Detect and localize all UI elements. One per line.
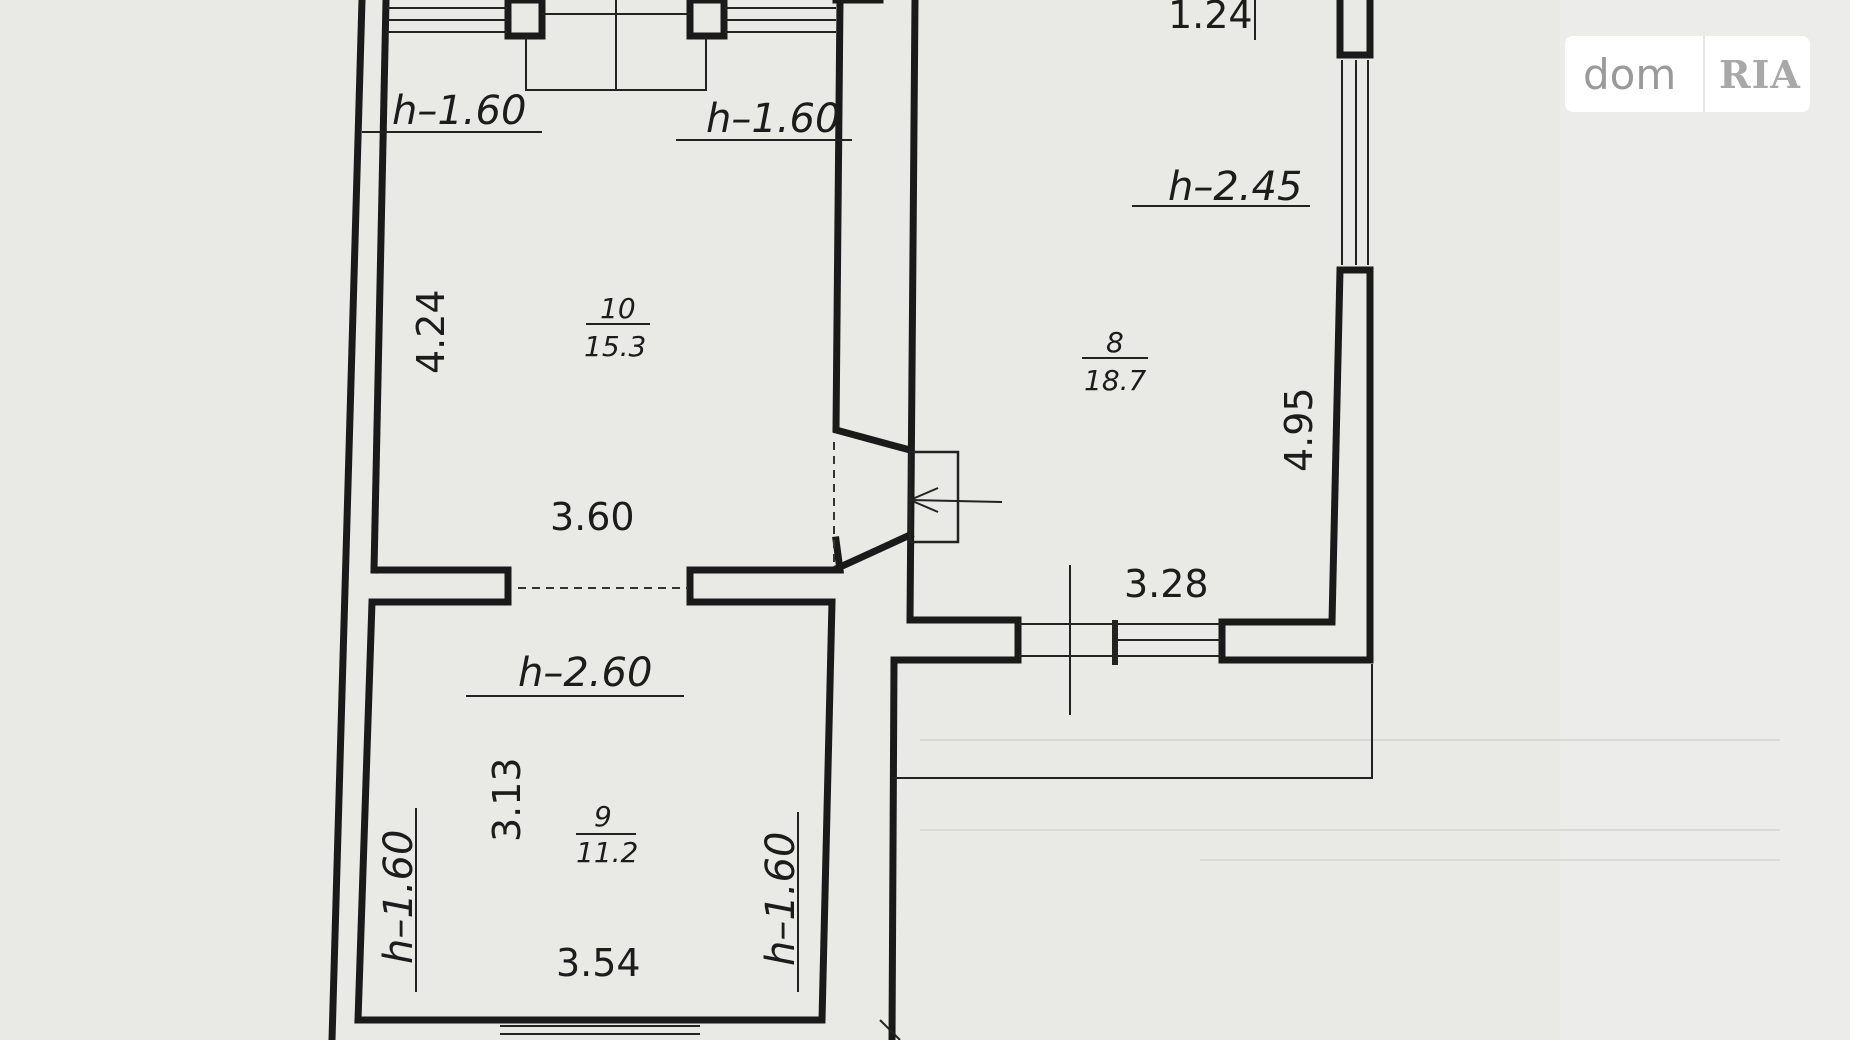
room-number: 8 xyxy=(1106,326,1124,359)
room-labels: 10 15.3 8 18.7 9 11.2 xyxy=(576,292,1147,869)
dim-3-28: 3.28 xyxy=(1124,562,1209,606)
room-number: 10 xyxy=(600,292,636,325)
height-label: h–2.60 xyxy=(518,650,652,696)
logo-dom-text: dom xyxy=(1583,49,1677,99)
height-label: h–2.45 xyxy=(1168,164,1302,210)
height-labels: h–1.60 h–1.60 h–2.45 h–2.60 h–1.60 h–1.6… xyxy=(376,88,1302,966)
room-number: 9 xyxy=(594,800,612,833)
walls xyxy=(328,0,1374,1040)
height-label: h–1.60 xyxy=(758,832,804,966)
dim-3-60: 3.60 xyxy=(550,495,635,539)
domria-logo: dom RIA xyxy=(1565,36,1810,112)
room-area: 18.7 xyxy=(1084,364,1147,397)
height-label: h–1.60 xyxy=(392,88,526,134)
doorways xyxy=(518,442,1003,589)
dim-4-95: 4.95 xyxy=(1277,387,1321,472)
room-fraction-lines xyxy=(576,323,1148,835)
room-area: 15.3 xyxy=(584,330,646,363)
dim-3-13: 3.13 xyxy=(485,757,529,842)
dim-3-54: 3.54 xyxy=(556,941,641,985)
dim-1-24: 1.24 xyxy=(1168,0,1253,37)
logo-divider xyxy=(1703,36,1705,112)
logo-ria-text: RIA xyxy=(1719,51,1801,97)
height-label: h–1.60 xyxy=(376,830,422,964)
height-label: h–1.60 xyxy=(706,96,840,142)
height-underlines xyxy=(362,131,1310,992)
dimension-labels: 1.24 4.24 3.60 4.95 3.28 3.13 3.54 xyxy=(409,0,1321,985)
windows xyxy=(386,0,1373,1040)
room-area: 11.2 xyxy=(576,836,638,869)
dim-4-24: 4.24 xyxy=(409,289,453,374)
